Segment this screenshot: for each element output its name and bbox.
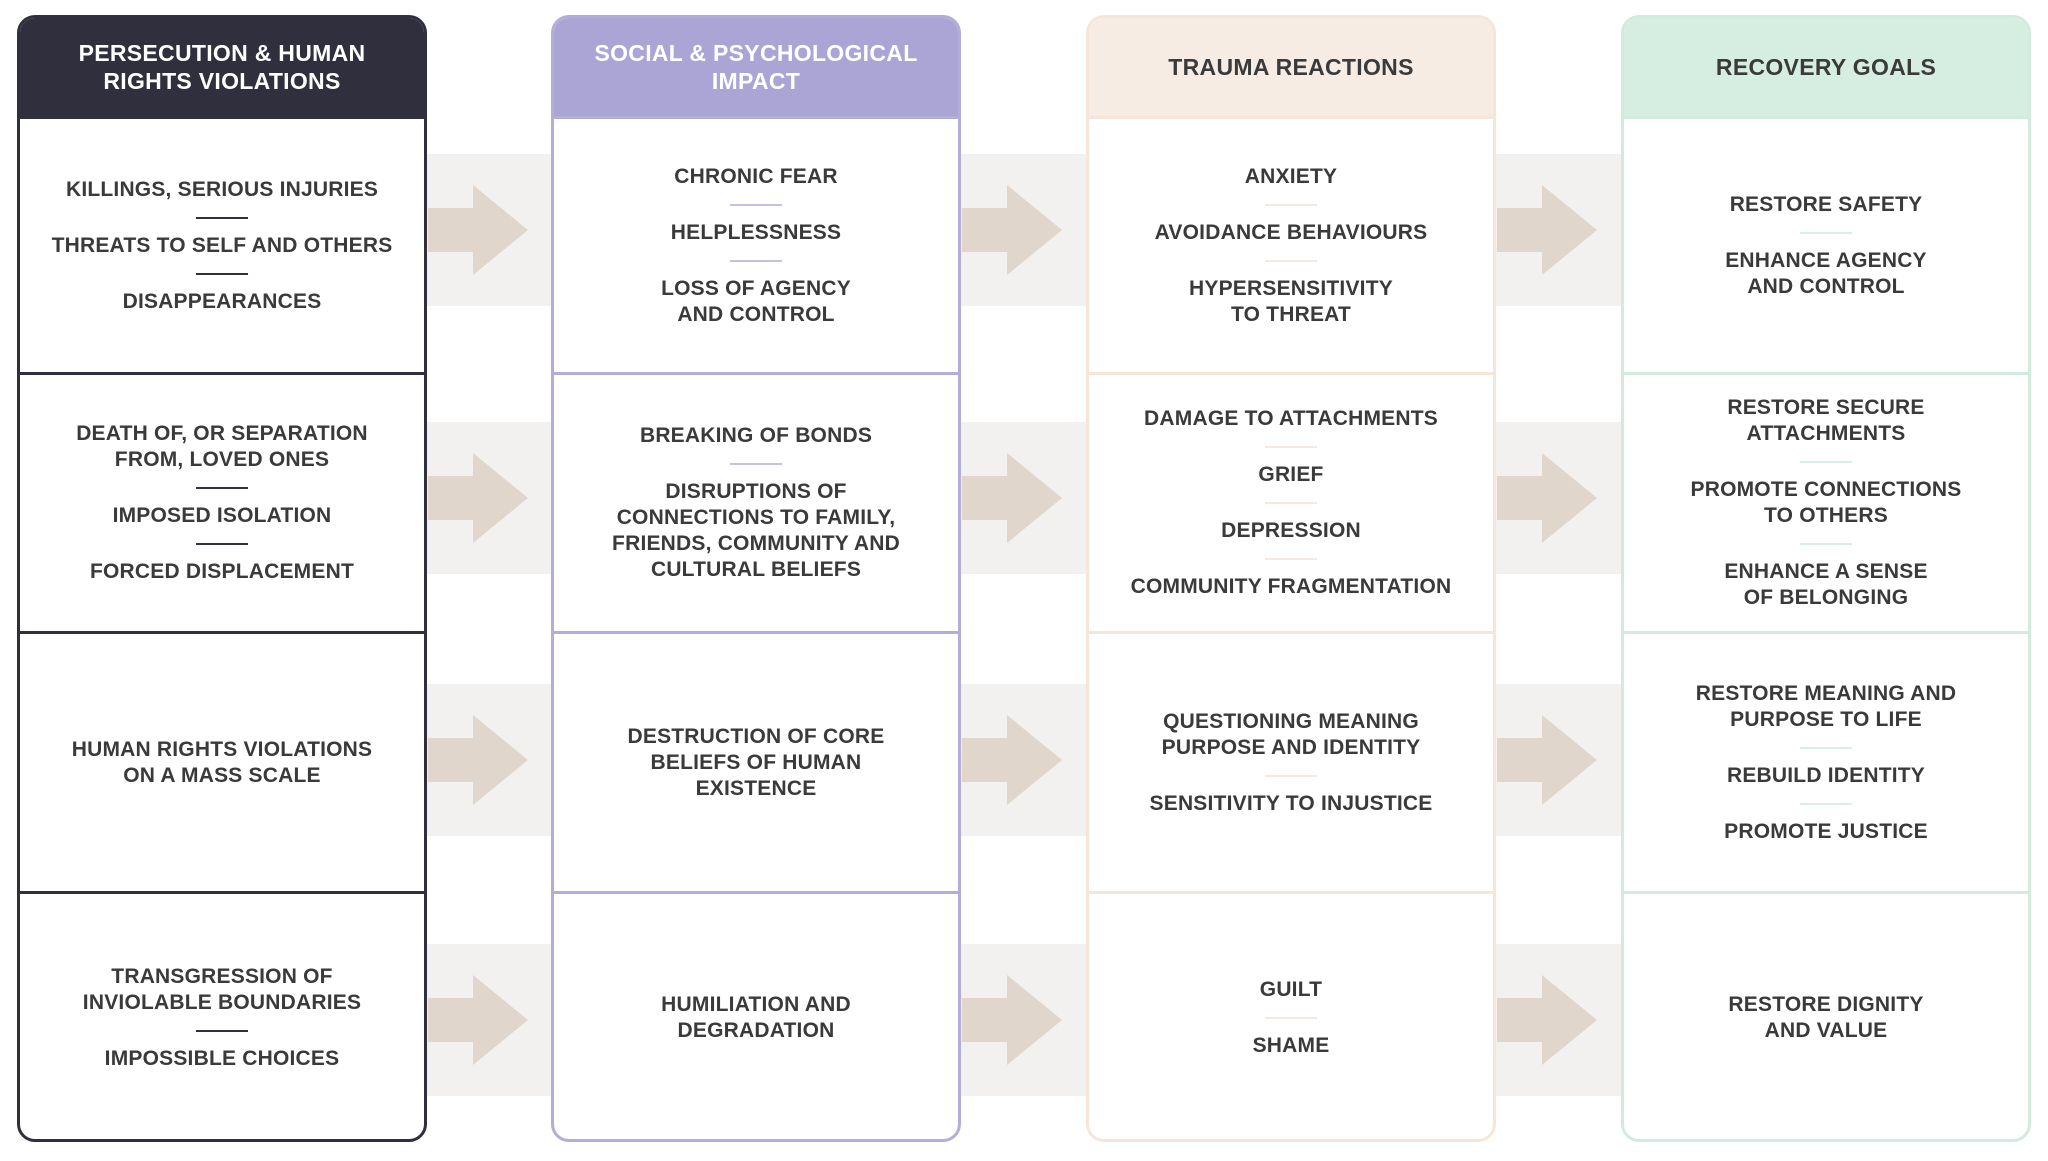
cell-item: REBUILD IDENTITY: [1726, 763, 1926, 787]
column-cell: KILLINGS, SERIOUS INJURIES THREATS TO SEL…: [20, 116, 424, 372]
column-cell: BREAKING OF BONDS DISRUPTIONS OF CONNECTI…: [554, 372, 958, 631]
cell-item: HYPERSENSITIVITY TO THREAT: [1189, 276, 1393, 326]
column-cell: RESTORE DIGNITY AND VALUE: [1624, 891, 2028, 1139]
flow-arrow-icon: [428, 975, 528, 1065]
flow-arrow-icon: [1497, 715, 1597, 805]
cell-item: FORCED DISPLACEMENT: [90, 560, 354, 583]
cell-item: GUILT: [1259, 978, 1323, 1001]
item-separator: [196, 216, 248, 219]
column-cell: DAMAGE TO ATTACHMENTS GRIEF DEPRESSION COMM…: [1089, 372, 1493, 631]
flow-arrow-icon: [962, 453, 1062, 543]
cell-item: RESTORE SAFETY: [1729, 192, 1923, 216]
cell-item: IMPOSSIBLE CHOICES: [104, 1047, 340, 1070]
column-cell: CHRONIC FEAR HELPLESSNESS LOSS OF AGENCY A…: [554, 116, 958, 372]
cell-item: QUESTIONING MEANING PURPOSE AND IDENTITY: [1161, 709, 1421, 759]
cell-item: HUMILIATION AND DEGRADATION: [661, 993, 851, 1042]
flow-arrow-icon: [962, 975, 1062, 1065]
cell-item: KILLINGS, SERIOUS INJURIES: [65, 177, 379, 201]
flow-arrow-icon: [962, 185, 1062, 275]
flow-arrow-icon: [1497, 185, 1597, 275]
cell-item: DESTRUCTION OF CORE BELIEFS OF HUMAN EXI…: [627, 724, 885, 800]
item-separator: [196, 543, 248, 545]
cell-item: SHAME: [1252, 1034, 1330, 1057]
column-cell: RESTORE SAFETY ENHANCE AGENCY AND CONTROL: [1624, 116, 2028, 372]
item-separator: [1800, 543, 1852, 545]
column-cell: HUMAN RIGHTS VIOLATIONS ON A MASS SCALE: [20, 631, 424, 891]
cell-item: DEATH OF, OR SEPARATION FROM, LOVED ONES: [76, 422, 368, 471]
item-separator: [1800, 746, 1852, 749]
flow-arrow-icon: [1497, 453, 1597, 543]
cell-item: DISRUPTIONS OF CONNECTIONS TO FAMILY, FR…: [612, 480, 900, 581]
cell-item: GRIEF: [1258, 463, 1324, 486]
column-header: SOCIAL & PSYCHOLOGICAL IMPACT: [554, 18, 958, 116]
column-3: TRAUMA REACTIONS ANXIETY AVOIDANCE BEHAVIO…: [1086, 15, 1496, 1142]
cell-item: SENSITIVITY TO INJUSTICE: [1149, 791, 1433, 815]
column-cell: QUESTIONING MEANING PURPOSE AND IDENTITY…: [1089, 631, 1493, 891]
column-cell: RESTORE MEANING AND PURPOSE TO LIFE REBUI…: [1624, 631, 2028, 891]
item-separator: [196, 272, 248, 275]
cell-item: DAMAGE TO ATTACHMENTS: [1144, 407, 1438, 430]
column-cell: HUMILIATION AND DEGRADATION: [554, 891, 958, 1139]
flow-arrow-icon: [428, 185, 528, 275]
item-separator: [1800, 231, 1852, 234]
column-header: PERSECUTION & HUMAN RIGHTS VIOLATIONS: [20, 18, 424, 116]
column-cell: DESTRUCTION OF CORE BELIEFS OF HUMAN EXI…: [554, 631, 958, 891]
column-cell: TRANSGRESSION OF INVIOLABLE BOUNDARIES IM…: [20, 891, 424, 1139]
cell-item: RESTORE SECURE ATTACHMENTS: [1727, 396, 1925, 445]
flow-arrow-icon: [428, 453, 528, 543]
column-cell: DEATH OF, OR SEPARATION FROM, LOVED ONES…: [20, 372, 424, 631]
item-separator: [1265, 446, 1317, 448]
cell-item: ANXIETY: [1244, 164, 1338, 188]
item-separator: [196, 1030, 248, 1032]
item-separator: [730, 259, 782, 262]
column-header: RECOVERY GOALS: [1624, 18, 2028, 116]
cell-item: HELPLESSNESS: [670, 220, 842, 244]
item-separator: [1265, 203, 1317, 206]
item-separator: [730, 463, 782, 465]
cell-item: AVOIDANCE BEHAVIOURS: [1154, 220, 1428, 244]
cell-item: ENHANCE A SENSE OF BELONGING: [1724, 560, 1928, 609]
item-separator: [196, 487, 248, 489]
cell-item: PROMOTE CONNECTIONS TO OTHERS: [1690, 478, 1962, 527]
cell-item: BREAKING OF BONDS: [639, 424, 873, 447]
cell-item: LOSS OF AGENCY AND CONTROL: [661, 276, 851, 326]
cell-item: IMPOSED ISOLATION: [112, 504, 332, 527]
item-separator: [1800, 802, 1852, 805]
item-separator: [1265, 558, 1317, 560]
cell-item: ENHANCE AGENCY AND CONTROL: [1725, 248, 1927, 298]
column-cell: ANXIETY AVOIDANCE BEHAVIOURS HYPERSENSITIV…: [1089, 116, 1493, 372]
column-header: TRAUMA REACTIONS: [1089, 18, 1493, 116]
cell-item: THREATS TO SELF AND OTHERS: [51, 233, 393, 257]
column-4: RECOVERY GOALS RESTORE SAFETY ENHANCE AGEN…: [1621, 15, 2031, 1142]
cell-item: HUMAN RIGHTS VIOLATIONS ON A MASS SCALE: [71, 737, 373, 787]
flow-arrow-icon: [962, 715, 1062, 805]
cell-item: DISAPPEARANCES: [122, 289, 322, 313]
cell-item: RESTORE MEANING AND PURPOSE TO LIFE: [1695, 681, 1957, 731]
cell-item: PROMOTE JUSTICE: [1724, 819, 1928, 843]
item-separator: [730, 203, 782, 206]
column-cell: GUILT SHAME: [1089, 891, 1493, 1139]
flow-arrow-icon: [428, 715, 528, 805]
flow-arrow-icon: [1497, 975, 1597, 1065]
cell-item: COMMUNITY FRAGMENTATION: [1130, 575, 1452, 598]
cell-item: CHRONIC FEAR: [674, 164, 838, 188]
item-separator: [1265, 502, 1317, 504]
cell-item: TRANSGRESSION OF INVIOLABLE BOUNDARIES: [82, 965, 362, 1014]
column-cell: RESTORE SECURE ATTACHMENTS PROMOTE CONNEC…: [1624, 372, 2028, 631]
item-separator: [1265, 259, 1317, 262]
item-separator: [1800, 461, 1852, 463]
cell-item: DEPRESSION: [1221, 519, 1361, 542]
item-separator: [1265, 774, 1317, 777]
cell-item: RESTORE DIGNITY AND VALUE: [1728, 993, 1924, 1042]
item-separator: [1265, 1017, 1317, 1019]
